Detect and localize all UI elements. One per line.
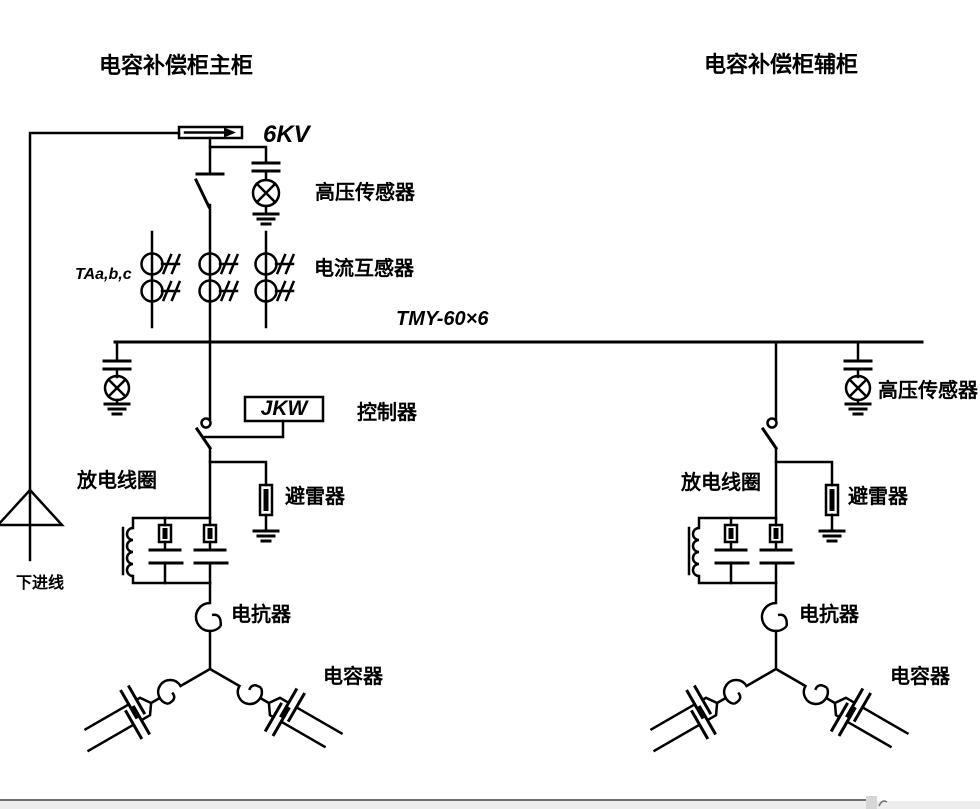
- switch-aux-icon: [760, 417, 779, 520]
- hv-sensor-top-icon: [208, 145, 281, 226]
- reactor-right-label: 电抗器: [799, 602, 860, 626]
- controller-link-wire: [203, 419, 285, 439]
- disconnector-top-icon: [193, 136, 225, 344]
- main-cabinet: 下进线 6KV 高压传感器: [0, 121, 416, 592]
- scrollbar-track[interactable]: [0, 801, 980, 809]
- ct-tag-label: TAa,b,c: [75, 266, 132, 283]
- controller-box-icon: [243, 395, 325, 423]
- main-cabinet-title: 电容补偿柜主柜: [99, 53, 253, 78]
- ct-label: 电流互感器: [314, 256, 415, 280]
- main-cabinet-feeder: JKW 控制器 避雷器 放电线圈: [76, 340, 418, 753]
- arrester-left-icon: [208, 460, 280, 543]
- switch-main-icon: [194, 417, 213, 520]
- capacitor-bank-left-icon: [83, 667, 344, 753]
- discharge-coil-left-label: 放电线圈: [76, 468, 157, 492]
- discharge-coil-left-icon: [121, 516, 229, 585]
- reactor-right-icon: [760, 581, 788, 671]
- discharge-coil-right-icon: [687, 516, 795, 585]
- arrester-left-label: 避雷器: [285, 484, 346, 508]
- busbar-plug-connector-icon: [177, 125, 244, 140]
- aux-cabinet: 高压传感器 避雷器 放电线圈: [649, 340, 979, 753]
- busbar-spec-label: TMY-60×6: [396, 308, 489, 330]
- incoming-cable-triangle-icon: [0, 488, 65, 527]
- horizontal-scrollbar[interactable]: [0, 796, 980, 809]
- arrester-right-icon: [774, 460, 846, 543]
- hv-sensor-top-label: 高压传感器: [315, 180, 416, 204]
- capacitor-bank-right-icon: [649, 667, 910, 753]
- resize-grip-icon: [878, 800, 888, 807]
- hv-sensor-right-label: 高压传感器: [878, 378, 979, 402]
- reactor-left-icon: [194, 581, 222, 671]
- incoming-label: 下进线: [16, 573, 64, 592]
- discharge-coil-right-label: 放电线圈: [680, 470, 761, 494]
- hv-sensor-busbar-left-icon: [102, 340, 132, 416]
- controller-box-label: JKW: [261, 397, 310, 420]
- scrollbar-corner[interactable]: [866, 796, 877, 809]
- current-transformer-group-icon: [140, 230, 296, 329]
- bus-voltage-label: 6KV: [263, 121, 312, 148]
- controller-label: 控制器: [357, 400, 418, 424]
- aux-cabinet-title: 电容补偿柜辅柜: [704, 52, 858, 77]
- incoming-feeder-line: [28, 131, 181, 562]
- arrester-right-label: 避雷器: [848, 484, 909, 508]
- capacitor-left-label: 电容器: [323, 664, 384, 688]
- hv-sensor-busbar-right-icon: [843, 340, 873, 416]
- capacitor-right-label: 电容器: [890, 664, 951, 688]
- reactor-left-label: 电抗器: [231, 602, 292, 626]
